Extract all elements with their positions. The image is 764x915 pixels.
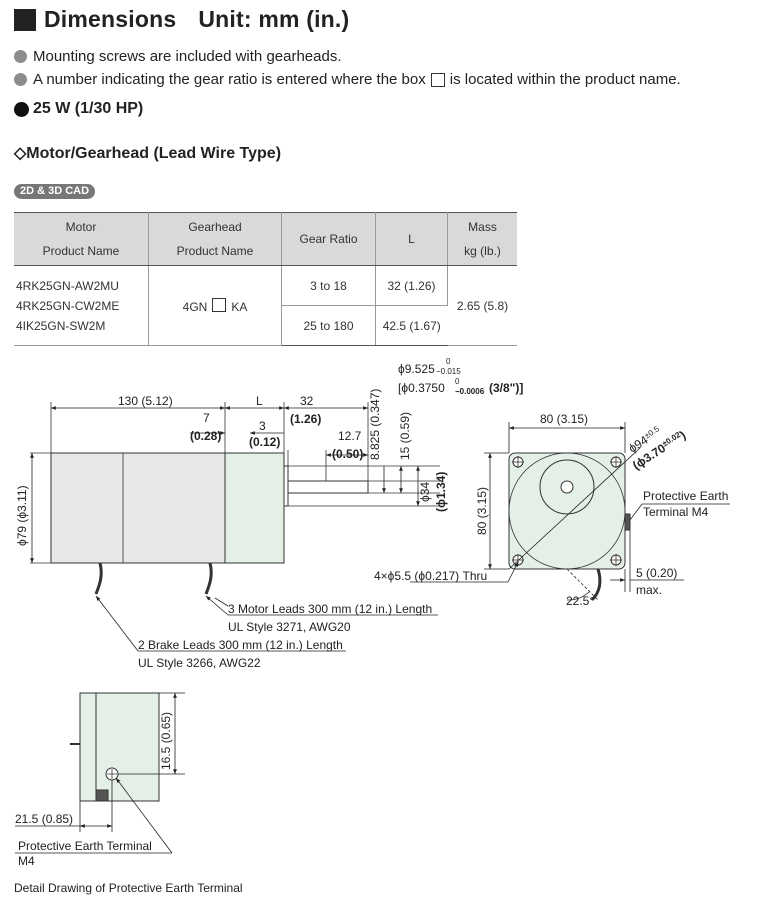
gearhead-body: [224, 452, 285, 564]
ratio-cell: 25 to 180: [281, 305, 376, 346]
shaft-end: [560, 480, 574, 494]
shaft-tol-bot: −0.015: [436, 367, 461, 376]
dim-7-in: (0.28): [190, 429, 221, 443]
detail-caption: Detail Drawing of Protective Earth Termi…: [14, 881, 243, 895]
gearhead-pilot: [283, 465, 289, 507]
motor-model[interactable]: 4RK25GN-AW2MU: [16, 278, 119, 293]
shaft-in-tol-top: 0: [455, 377, 460, 386]
L-cell: 32 (1.26): [375, 265, 448, 306]
bullet-black-icon: [14, 101, 29, 117]
bullet-gray-icon: [14, 50, 27, 63]
motor-leads: [204, 562, 213, 595]
dim-15: 15 (0.59): [398, 412, 412, 460]
dim-32: 32: [300, 394, 314, 408]
section-heading: 25 W (1/30 HP): [14, 100, 143, 118]
ratio-cell: 3 to 18: [281, 265, 376, 306]
pilot-boss: [539, 459, 595, 515]
gearhead-flange: [508, 452, 626, 570]
dim-3-in: (0.12): [249, 435, 280, 449]
dim-80-width: 80 (3.15): [540, 412, 588, 426]
dim-3: 3: [259, 419, 266, 433]
shaft-dia-mm: ϕ9.525: [398, 362, 435, 376]
dim-21-5: 21.5 (0.85): [15, 812, 73, 826]
dim-80-height: 80 (3.15): [475, 487, 489, 535]
shaft-in-fraction: (3/8")]: [489, 381, 523, 395]
pe-terminal-label: Protective Earth Terminal: [18, 839, 152, 853]
dim-130: 130 (5.12): [118, 394, 173, 408]
motor-leads-ul: UL Style 3271, AWG20: [228, 620, 351, 634]
gearhead-front-view: [508, 447, 641, 602]
title-square-icon: [14, 8, 36, 31]
brake-leads-label: 2 Brake Leads 300 mm (12 in.) Length: [138, 638, 343, 652]
brake-leads-ul: UL Style 3266, AWG22: [138, 656, 261, 670]
pcd-diameter-line: [508, 447, 641, 570]
mass-cell: 2.65 (5.8): [447, 265, 517, 346]
L-cell: 42.5 (1.67): [375, 305, 448, 346]
output-shaft: [287, 480, 369, 494]
motor-side-view: [50, 452, 369, 595]
dim-16-5: 16.5 (0.65): [159, 712, 173, 770]
pe-label-2: Terminal M4: [643, 505, 709, 519]
empty-box-icon: [430, 72, 445, 87]
dim-8-825: 8.825 (0.347): [368, 389, 382, 460]
dim-5: 5 (0.20): [636, 566, 677, 580]
title-text: Dimensions: [44, 6, 177, 32]
shaft-tol-top: 0: [446, 357, 451, 366]
motor-model[interactable]: 4IK25GN-SW2M: [16, 318, 106, 333]
dim-phi79: ϕ79 (ϕ3.11): [15, 485, 29, 546]
note-gear-ratio: A number indicating the gear ratio is en…: [14, 71, 681, 88]
dim-phi34-in: (ϕ1.34): [434, 472, 448, 512]
subsection-heading: ◇Motor/Gearhead (Lead Wire Type): [14, 145, 282, 162]
note-mounting-screws: Mounting screws are included with gearhe…: [14, 48, 342, 65]
pe-label-1: Protective Earth: [643, 489, 728, 503]
front-leads: [590, 568, 602, 602]
motor-models-cell: 4RK25GN-AW2MU 4RK25GN-CW2ME 4IK25GN-SW2M: [14, 265, 149, 346]
dim-7: 7: [203, 411, 210, 425]
dim-angle: 22.5°: [566, 594, 594, 608]
shaft-in-tol-bot: −0.0006: [455, 387, 485, 396]
bullet-gray-icon: [14, 73, 27, 86]
brake-leads: [94, 562, 103, 595]
detail-lead-exit: [95, 789, 109, 802]
page-title: Dimensions Unit: mm (in.): [14, 6, 349, 33]
earth-terminal-tab: [624, 513, 631, 531]
dim-max: max.: [636, 583, 662, 597]
mounting-holes-label: 4×ϕ5.5 (ϕ0.217) Thru: [374, 569, 487, 583]
table-row: 4RK25GN-AW2MU 4RK25GN-CW2ME 4IK25GN-SW2M…: [14, 265, 517, 346]
table-row: 25 to 180 42.5 (1.67): [14, 305, 517, 346]
motor-model[interactable]: 4RK25GN-CW2ME: [16, 298, 120, 313]
dim-12-7: 12.7: [338, 429, 362, 443]
motor-body: [50, 452, 226, 564]
dim-32-in: (1.26): [290, 412, 321, 426]
earth-terminal-detail: [70, 692, 160, 802]
cad-badge[interactable]: 2D & 3D CAD: [14, 184, 96, 199]
title-unit: Unit: mm (in.): [198, 6, 350, 32]
th-gear-ratio: Gear Ratio: [281, 212, 376, 266]
dim-L: L: [256, 394, 263, 408]
pe-terminal-m4: M4: [18, 854, 35, 868]
dim-12-7-in: (0.50): [332, 447, 363, 461]
empty-box-icon: [212, 297, 227, 312]
dim-phi34: ϕ34: [418, 482, 432, 502]
shaft-dia-in: [ϕ0.3750: [398, 381, 445, 395]
th-L: L: [375, 212, 448, 266]
motor-leads-label: 3 Motor Leads 300 mm (12 in.) Length: [228, 602, 432, 616]
detail-gearhead: [79, 692, 160, 802]
